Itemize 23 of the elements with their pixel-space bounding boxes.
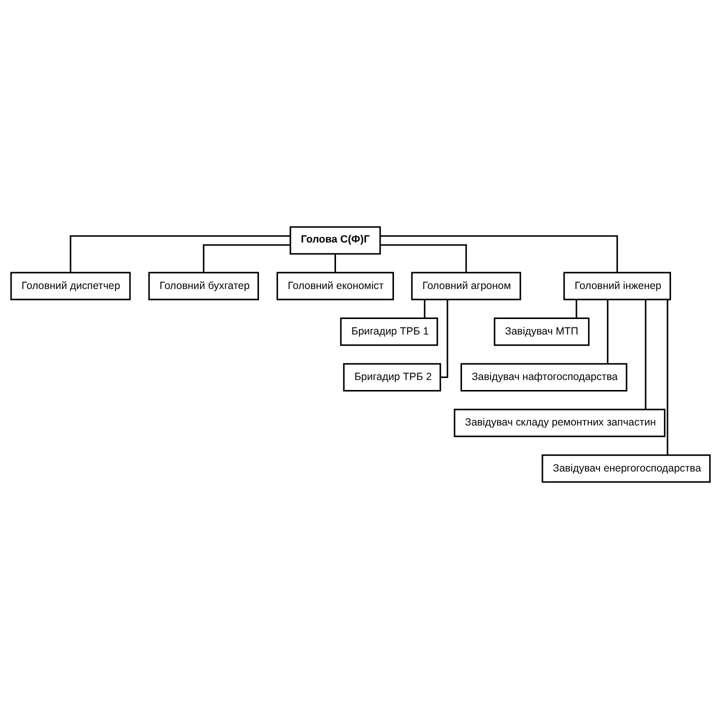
node-box: Головний бухгатер <box>148 272 259 300</box>
node-box: Завідувач МТП <box>494 317 590 346</box>
node-box: Завідувач складу ремонтних запчастин <box>454 408 666 438</box>
node-box: Головний економіст <box>276 272 394 300</box>
node-box: Головний агроном <box>411 272 522 300</box>
connector <box>666 300 668 455</box>
connector <box>576 300 578 318</box>
connector <box>606 300 608 364</box>
connector <box>202 244 290 273</box>
connector <box>424 300 426 318</box>
connector <box>440 300 448 378</box>
node-box: Завідувач енергогосподарства <box>542 454 711 483</box>
connector <box>380 235 618 272</box>
node-box: Бригадир ТРБ 1 <box>340 317 438 346</box>
connector <box>644 300 646 410</box>
node-box: Головний інженер <box>563 272 672 300</box>
node-box: Бригадир ТРБ 2 <box>343 363 442 392</box>
connector <box>334 254 336 272</box>
connector <box>380 244 467 273</box>
node-box: Голова С(Ф)Г <box>290 226 381 255</box>
node-box: Завідувач нафтогосподарства <box>460 363 628 392</box>
connector <box>70 235 290 272</box>
node-box: Головний диспетчер <box>10 272 131 300</box>
